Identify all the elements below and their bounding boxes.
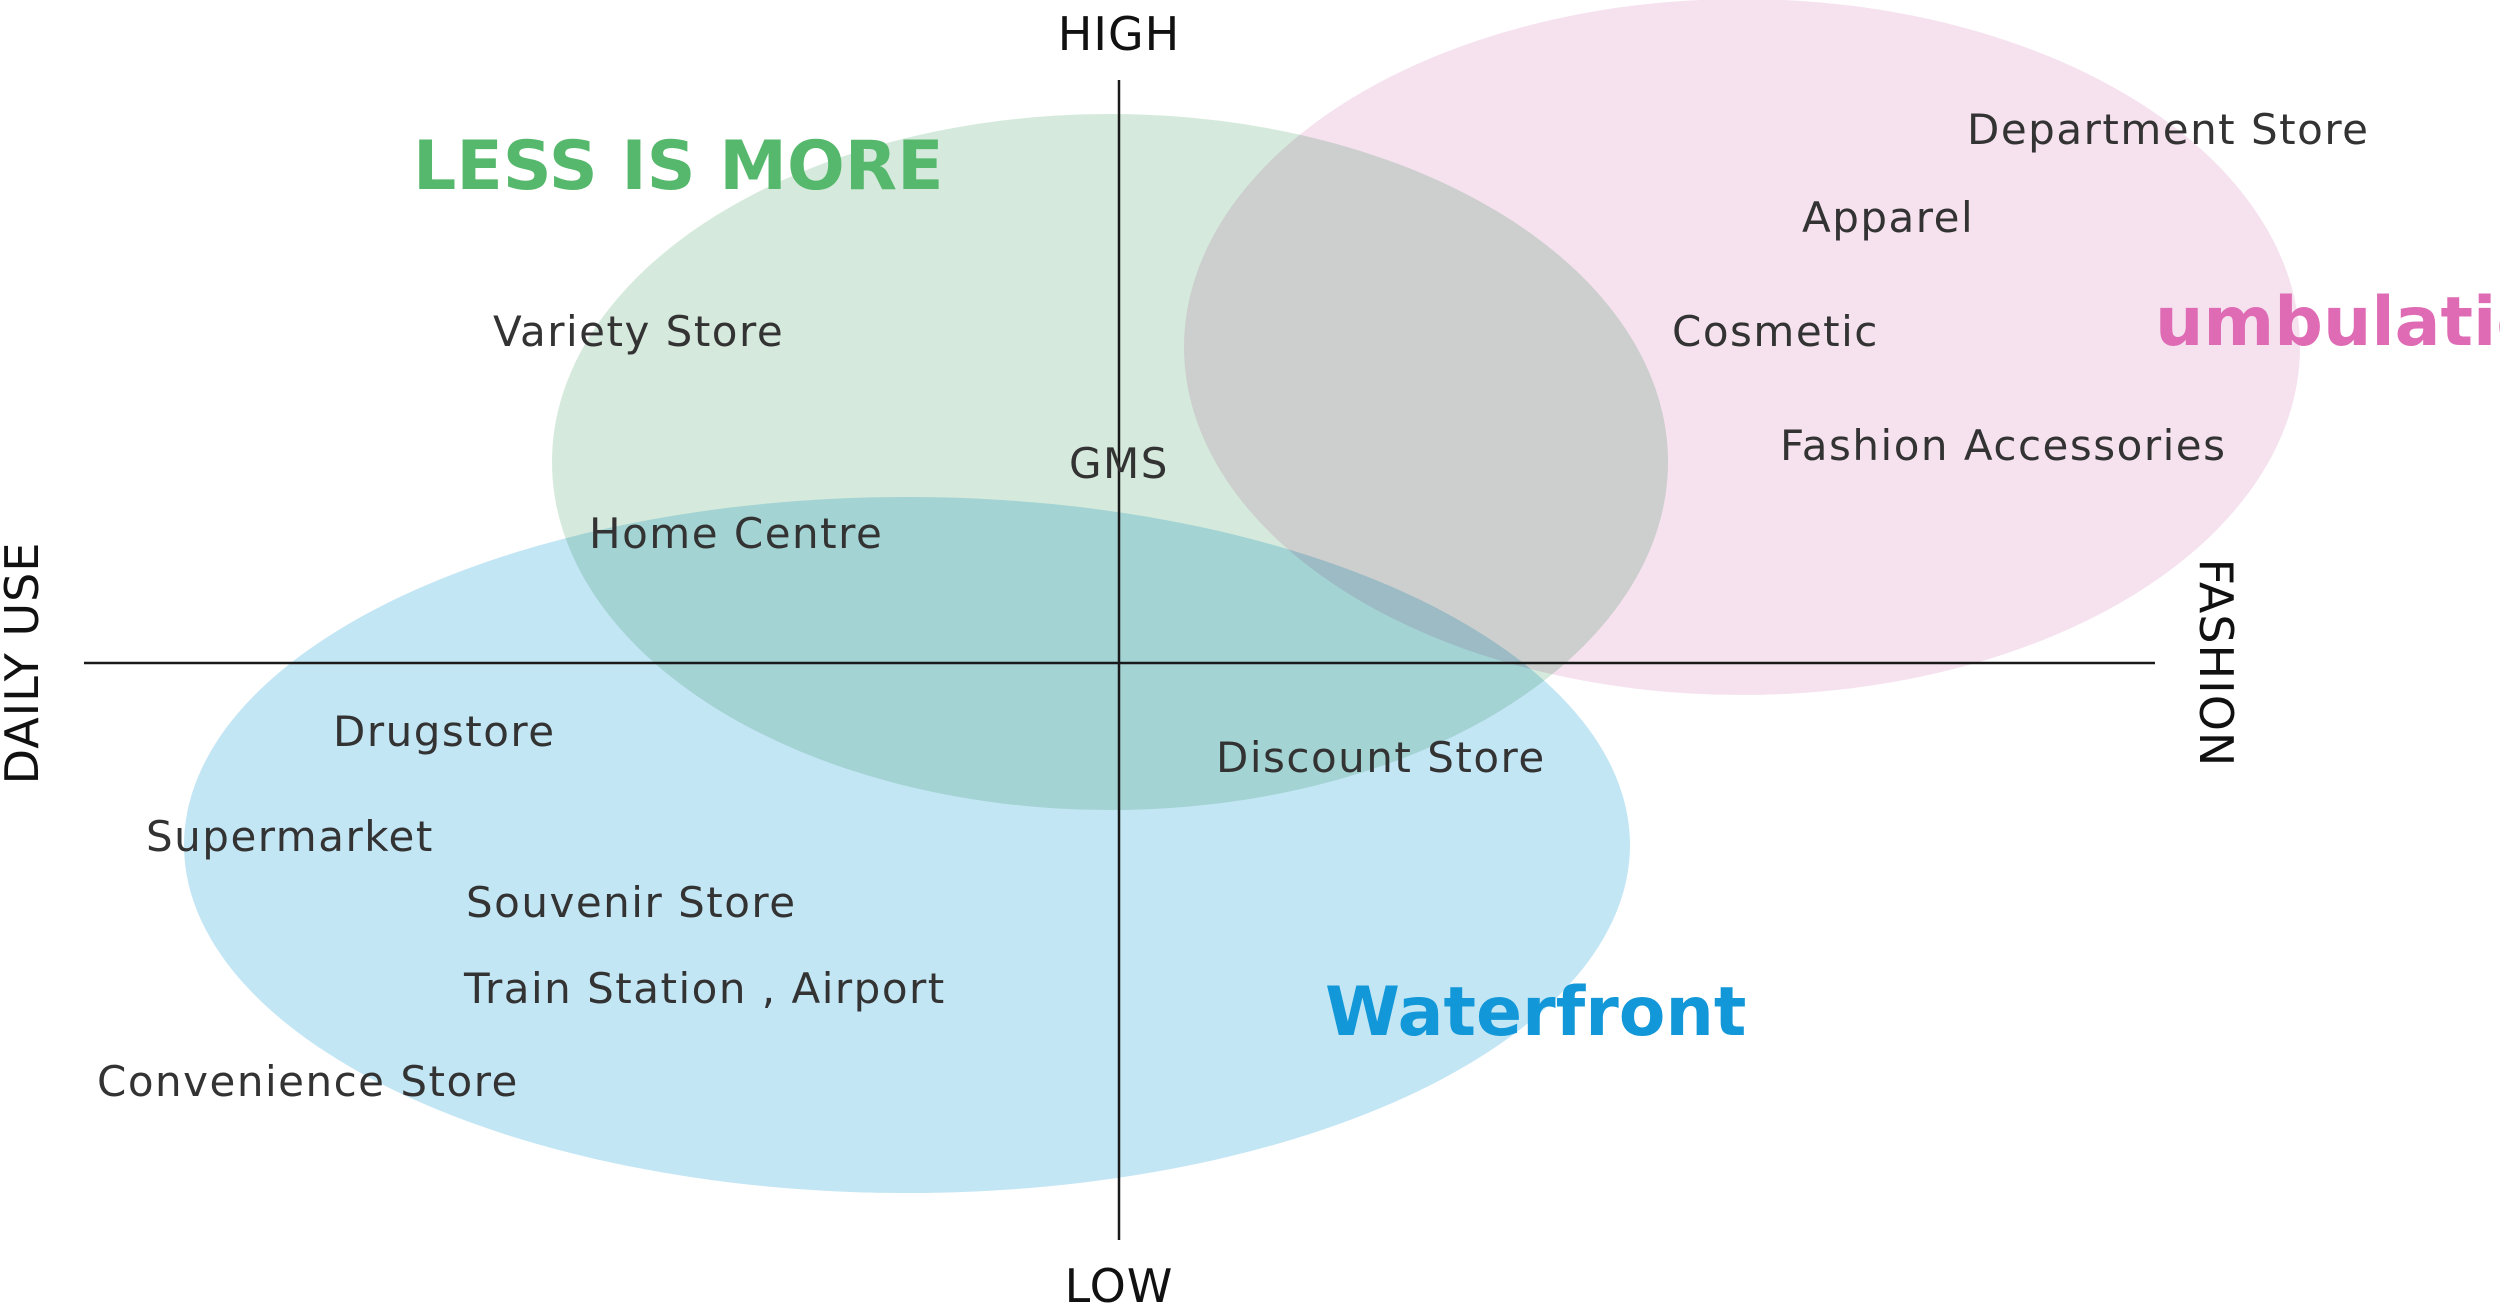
store-label-gms: GMS xyxy=(1069,439,1169,488)
group-label-less-is-more: LESS IS MORE xyxy=(413,127,944,206)
group-label-umbulatio: umbulatio xyxy=(2155,283,2500,362)
store-label-souvenir-store: Souvenir Store xyxy=(466,878,797,927)
store-label-fashion-accessories: Fashion Accessories xyxy=(1780,421,2227,470)
store-label-supermarket: Supermarket xyxy=(146,812,434,861)
axis-label-high: HIGH xyxy=(1058,7,1180,61)
axis-label-daily-use: DAILY USE xyxy=(0,542,49,785)
store-label-home-centre: Home Centre xyxy=(589,509,883,558)
axis-label-low: LOW xyxy=(1065,1259,1174,1305)
store-label-convenience-store: Convenience Store xyxy=(97,1057,519,1106)
pink-ellipse xyxy=(1184,0,2300,695)
store-label-apparel: Apparel xyxy=(1802,193,1974,242)
store-label-drugstore: Drugstore xyxy=(333,707,556,756)
axis-label-fashion: FASHION xyxy=(2189,559,2243,768)
store-label-discount-store: Discount Store xyxy=(1216,733,1546,782)
store-label-variety-store: Variety Store xyxy=(493,307,784,356)
store-label-cosmetic: Cosmetic xyxy=(1672,307,1879,356)
store-label-department-store: Department Store xyxy=(1967,105,2370,154)
group-label-waterfront: Waterfront xyxy=(1325,973,1746,1052)
store-label-train-station-airport: Train Station , Airport xyxy=(463,964,946,1013)
